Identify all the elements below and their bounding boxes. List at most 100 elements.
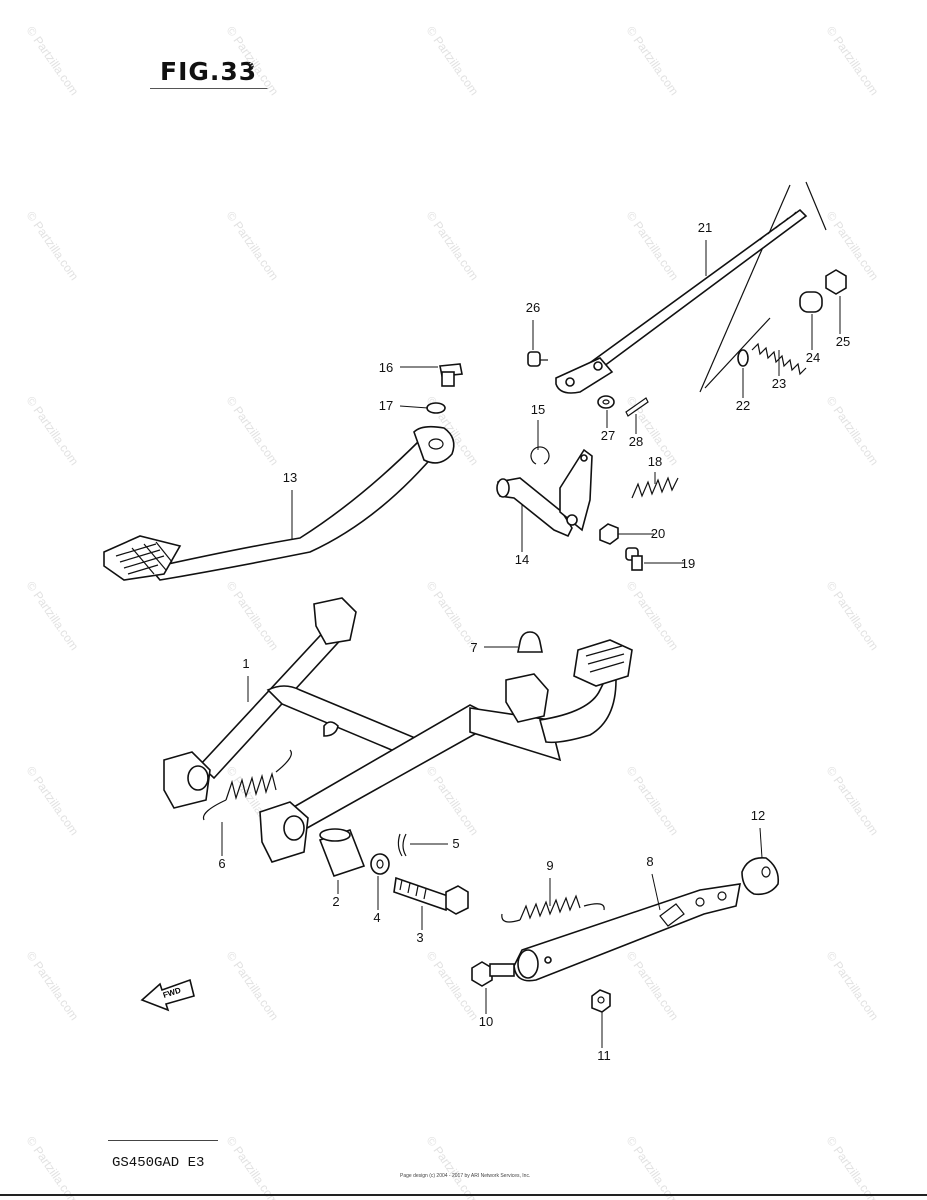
watermark-6-4: © Partzilla.com: [824, 1134, 882, 1200]
part-4-washer[interactable]: [370, 853, 390, 875]
callout-19[interactable]: 19: [681, 556, 695, 571]
part-2-spacer[interactable]: [318, 828, 366, 877]
watermark-6-3: © Partzilla.com: [624, 1134, 682, 1200]
watermark-3-4: © Partzilla.com: [824, 579, 882, 653]
part-14-shaft[interactable]: [496, 448, 593, 538]
part-6-spring[interactable]: [202, 749, 292, 821]
part-25-nut[interactable]: [825, 269, 847, 295]
callout-14[interactable]: 14: [515, 552, 529, 567]
watermark-0-0: © Partzilla.com: [24, 24, 82, 98]
part-19-bolt[interactable]: [625, 547, 643, 571]
callout-15[interactable]: 15: [531, 402, 545, 417]
part-7-stopper[interactable]: [517, 631, 543, 653]
bottom-rule: [0, 1194, 927, 1196]
watermark-0-3: © Partzilla.com: [624, 24, 682, 98]
leader-line-8: [651, 873, 661, 911]
model-code: GS450GAD E3: [112, 1155, 205, 1171]
watermark-0-2: © Partzilla.com: [424, 24, 482, 98]
callout-28[interactable]: 28: [629, 434, 643, 449]
part-13-brake-pedal[interactable]: [103, 425, 455, 581]
watermark-2-4: © Partzilla.com: [824, 394, 882, 468]
part-20-nut[interactable]: [599, 523, 619, 545]
callout-8[interactable]: 8: [646, 854, 653, 869]
callout-7[interactable]: 7: [470, 640, 477, 655]
part-22-washer[interactable]: [737, 349, 749, 367]
callout-27[interactable]: 27: [601, 428, 615, 443]
part-11-nut[interactable]: [591, 989, 611, 1013]
callout-4[interactable]: 4: [373, 910, 380, 925]
watermark-1-3: © Partzilla.com: [624, 209, 682, 283]
watermark-1-0: © Partzilla.com: [24, 209, 82, 283]
watermark-3-1: © Partzilla.com: [224, 579, 282, 653]
callout-5[interactable]: 5: [452, 836, 459, 851]
part-8-side-stand[interactable]: [513, 883, 741, 982]
callout-18[interactable]: 18: [648, 454, 662, 469]
part-26-pin[interactable]: [527, 351, 548, 367]
watermark-6-0: © Partzilla.com: [24, 1134, 82, 1200]
callout-22[interactable]: 22: [736, 398, 750, 413]
watermark-4-2: © Partzilla.com: [424, 764, 482, 838]
watermark-6-2: © Partzilla.com: [424, 1134, 482, 1200]
callout-20[interactable]: 20: [651, 526, 665, 541]
part-18-spring[interactable]: [631, 476, 679, 499]
callout-2[interactable]: 2: [332, 894, 339, 909]
watermark-5-4: © Partzilla.com: [824, 949, 882, 1023]
callout-9[interactable]: 9: [546, 858, 553, 873]
watermark-4-3: © Partzilla.com: [624, 764, 682, 838]
callout-25[interactable]: 25: [836, 334, 850, 349]
callout-13[interactable]: 13: [283, 470, 297, 485]
watermark-4-4: © Partzilla.com: [824, 764, 882, 838]
part-3-bolt[interactable]: [393, 876, 469, 915]
brake-pedal-assembly: [103, 363, 463, 581]
watermark-5-3: © Partzilla.com: [624, 949, 682, 1023]
brake-rod-assembly: [527, 181, 847, 417]
part-5-cotter-pin[interactable]: [397, 833, 407, 857]
model-code-underline: [108, 1140, 218, 1141]
part-21-brake-rod[interactable]: [555, 208, 808, 394]
watermark-0-1: © Partzilla.com: [224, 24, 282, 98]
watermark-6-1: © Partzilla.com: [224, 1134, 282, 1200]
side-stand-assembly: [471, 856, 780, 1013]
part-28-cotter-pin[interactable]: [625, 397, 649, 417]
credit-line: Page design (c) 2004 - 2017 by ARI Netwo…: [400, 1173, 531, 1179]
watermark-layer: © Partzilla.com © Partzilla.com © Partzill…: [24, 24, 882, 1200]
watermark-3-0: © Partzilla.com: [24, 579, 82, 653]
watermark-2-0: © Partzilla.com: [24, 394, 82, 468]
watermark-5-1: © Partzilla.com: [224, 949, 282, 1023]
part-10-bolt[interactable]: [471, 961, 515, 987]
leader-lines: [221, 240, 841, 1048]
callout-24[interactable]: 24: [806, 350, 820, 365]
callout-16[interactable]: 16: [379, 360, 393, 375]
part-15-circlip[interactable]: [530, 446, 550, 465]
fwd-arrow: FWD: [140, 978, 195, 1012]
part-24-joint[interactable]: [799, 291, 823, 313]
part-27-washer[interactable]: [597, 395, 615, 409]
callout-1[interactable]: 1: [242, 656, 249, 671]
figure-title: FIG.33: [160, 57, 258, 86]
center-stand-assembly: [163, 597, 633, 915]
callout-12[interactable]: 12: [751, 808, 765, 823]
leader-line-17: [399, 405, 429, 409]
part-12-stopper[interactable]: [741, 856, 780, 896]
figure-title-underline: [150, 88, 268, 89]
callout-6[interactable]: 6: [218, 856, 225, 871]
watermark-0-4: © Partzilla.com: [824, 24, 882, 98]
part-1-center-stand[interactable]: [163, 597, 633, 863]
leader-line-12: [759, 827, 763, 859]
watermark-1-2: © Partzilla.com: [424, 209, 482, 283]
callout-11[interactable]: 11: [597, 1048, 611, 1063]
callout-26[interactable]: 26: [526, 300, 540, 315]
part-9-spring[interactable]: [501, 894, 605, 923]
watermark-3-3: © Partzilla.com: [624, 579, 682, 653]
callout-10[interactable]: 10: [479, 1014, 493, 1029]
callout-21[interactable]: 21: [698, 220, 712, 235]
callout-23[interactable]: 23: [772, 376, 786, 391]
watermark-5-0: © Partzilla.com: [24, 949, 82, 1023]
watermark-1-1: © Partzilla.com: [224, 209, 282, 283]
callout-17[interactable]: 17: [379, 398, 393, 413]
part-16-bolt[interactable]: [439, 363, 463, 387]
callout-3[interactable]: 3: [416, 930, 423, 945]
part-17-washer[interactable]: [426, 402, 446, 414]
callout-labels: 1234567891011121314151617181920212223242…: [218, 220, 850, 1063]
